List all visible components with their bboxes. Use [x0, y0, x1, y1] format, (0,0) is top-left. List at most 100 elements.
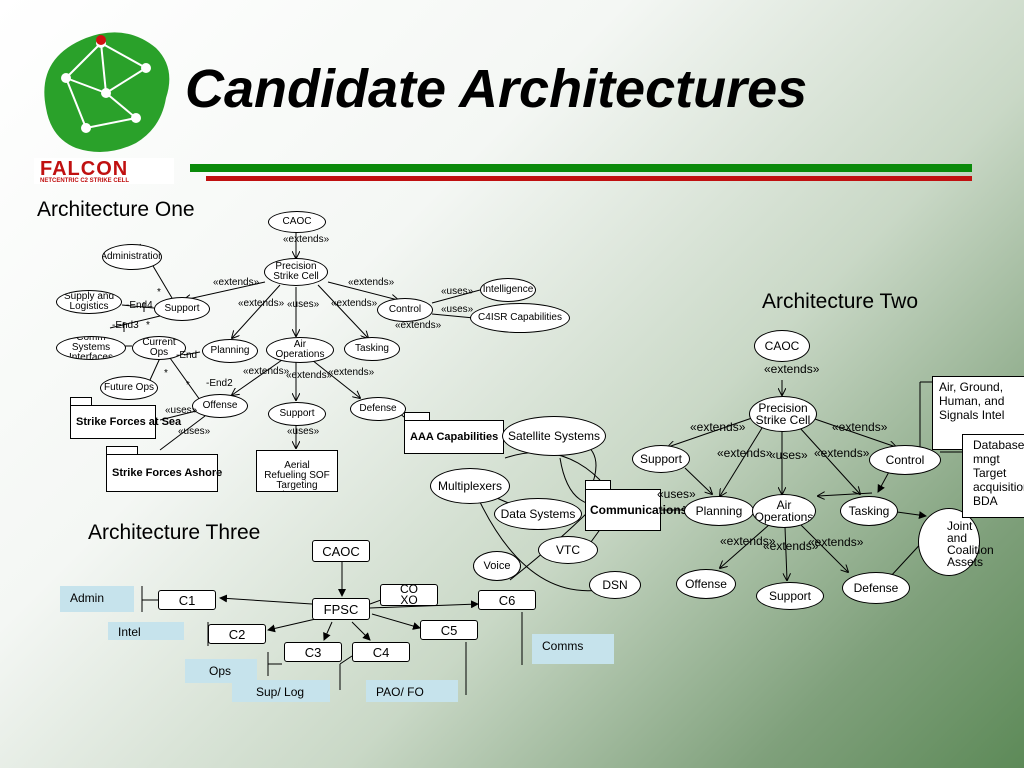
- arch3-co-box[interactable]: CO XO: [380, 582, 438, 607]
- arch1-label: «extends»: [331, 298, 378, 309]
- arch3-sup-log-box[interactable]: Sup/ Log: [232, 680, 330, 702]
- arch1-label: «extends»: [243, 366, 290, 377]
- arch1-intelligence-node[interactable]: Intelligence: [480, 278, 536, 302]
- arch1-end-label: -End: [176, 350, 198, 361]
- title-bar-red: [206, 176, 972, 181]
- arch1-end-label: -End2: [206, 378, 233, 389]
- dsn-node[interactable]: DSN: [589, 571, 641, 599]
- arch1-star-label: *: [146, 320, 150, 331]
- arch2-label: «uses»: [657, 487, 696, 501]
- arch1-aerial-refueling-note[interactable]: Aerial Refueling SOF Targeting Lasing Te…: [256, 450, 338, 492]
- arch1-administration-node[interactable]: Administration: [102, 244, 162, 270]
- arch1-label: «uses»: [165, 405, 198, 416]
- arch1-future-ops-node[interactable]: Future Ops: [100, 376, 158, 400]
- arch3-fpsc-box[interactable]: FPSC: [312, 598, 370, 620]
- title-bar-green: [190, 164, 972, 172]
- arch1-star-label: *: [164, 368, 168, 379]
- vtc-node[interactable]: VTC: [538, 536, 598, 564]
- arch2-label: «extends»: [717, 446, 773, 460]
- satellite-systems-node[interactable]: Satellite Systems: [502, 416, 606, 456]
- voice-node[interactable]: Voice: [473, 551, 521, 581]
- arch1-label: «uses»: [178, 426, 211, 437]
- arch1-offense-node[interactable]: Offense: [192, 394, 248, 418]
- arch3-c2-box[interactable]: C2: [208, 624, 266, 644]
- arch3-c5-box[interactable]: C5: [420, 620, 478, 640]
- logo-tagline: NETCENTRIC C2 STRIKE CELL: [40, 178, 130, 184]
- arch3-c1-box[interactable]: C1: [158, 590, 216, 610]
- arch3-admin-box[interactable]: Admin: [60, 586, 134, 612]
- arch1-label: «uses»: [287, 426, 320, 437]
- arch1-extends-label: «extends»: [283, 234, 330, 245]
- arch3-c3-box[interactable]: C3: [284, 642, 342, 662]
- arch3-xo-label: XO: [400, 593, 418, 607]
- arch1-support2-node[interactable]: Support: [268, 402, 326, 426]
- package-strike-forces-sea[interactable]: Strike Forces at Sea: [70, 405, 181, 439]
- arch1-tasking-node[interactable]: Tasking: [344, 337, 400, 361]
- arch2-heading: Architecture Two: [762, 290, 919, 313]
- arch1-control-node[interactable]: Control: [377, 298, 433, 322]
- package-communications[interactable]: Communications: [585, 489, 687, 531]
- arch1-label: «extends»: [328, 367, 375, 378]
- arch3-c4-box[interactable]: C4: [352, 642, 410, 662]
- arch2-defense-node[interactable]: Defense: [842, 572, 910, 604]
- arch2-tasking-node[interactable]: Tasking: [840, 496, 898, 526]
- arch1-c4isr-node[interactable]: C4ISR Capabilities: [470, 303, 570, 333]
- data-systems-node[interactable]: Data Systems: [494, 498, 582, 530]
- arch2-air-operations-node[interactable]: Air Operations: [752, 494, 816, 528]
- arch1-supply-node[interactable]: Supply and Logistics: [56, 290, 122, 314]
- arch2-database-note[interactable]: Database mngt Target acquisition BDA: [962, 434, 1024, 518]
- arch1-label: «uses»: [441, 304, 474, 315]
- arch1-defense-node[interactable]: Defense: [350, 397, 406, 421]
- arch3-comms-box[interactable]: Comms: [532, 634, 614, 664]
- arch2-control-node[interactable]: Control: [869, 445, 941, 475]
- arch2-offense-node[interactable]: Offense: [676, 569, 736, 599]
- arch3-caoc-box[interactable]: CAOC: [312, 540, 370, 562]
- arch2-label: «extends»: [720, 534, 776, 548]
- arch2-label: «uses»: [769, 448, 808, 462]
- arch1-caoc-node[interactable]: CAOC: [268, 211, 326, 233]
- arch2-planning-node[interactable]: Planning: [684, 496, 754, 526]
- arch1-label: «extends»: [395, 320, 442, 331]
- logo-name: FALCON: [40, 158, 129, 180]
- arch2-label: «extends»: [763, 539, 819, 553]
- arch1-label: «extends»: [213, 277, 260, 288]
- arch1-comm-systems-node[interactable]: Comm Systems Interfaces: [56, 336, 126, 360]
- arch1-label: «uses»: [287, 299, 320, 310]
- arch3-c6-box[interactable]: C6: [478, 590, 536, 610]
- arch1-label: «extends»: [238, 298, 285, 309]
- arch2-label: «extends»: [690, 420, 746, 434]
- arch1-support-node[interactable]: Support: [154, 297, 210, 321]
- arch3-intel-box[interactable]: Intel: [108, 622, 184, 640]
- arch1-star-label: *: [186, 380, 190, 391]
- package-strike-forces-ashore[interactable]: Strike Forces Ashore: [106, 454, 222, 492]
- arch2-caoc-node[interactable]: CAOC: [754, 330, 810, 362]
- arch2-support2-node[interactable]: Support: [756, 582, 824, 610]
- arch1-end-label: -End3: [112, 320, 139, 331]
- arch3-pao-fo-box[interactable]: PAO/ FO: [366, 680, 458, 702]
- arch1-star-label: *: [157, 287, 161, 298]
- multiplexers-node[interactable]: Multiplexers: [430, 468, 510, 504]
- arch1-label: «extends»: [286, 370, 333, 381]
- arch1-precision-strike-cell-node[interactable]: Precision Strike Cell: [264, 258, 328, 286]
- page-title: Candidate Architectures: [185, 59, 808, 119]
- arch3-ops-box[interactable]: Ops: [185, 659, 257, 683]
- arch3-heading: Architecture Three: [88, 521, 261, 544]
- arch2-extends-label: «extends»: [764, 362, 820, 376]
- arch1-current-ops-node[interactable]: Current Ops: [132, 336, 186, 360]
- arch1-planning-node[interactable]: Planning: [202, 339, 258, 363]
- arch1-heading: Architecture One: [37, 198, 195, 221]
- package-aaa-capabilities[interactable]: AAA Capabilities: [404, 420, 504, 454]
- arch1-air-operations-node[interactable]: Air Operations: [266, 337, 334, 363]
- arch1-end-label: -End4: [126, 300, 153, 311]
- arch1-label: «uses»: [441, 286, 474, 297]
- arch3-co-label: CO: [400, 582, 418, 596]
- arch2-support-node[interactable]: Support: [632, 445, 690, 473]
- falcon-logo-graphic: [34, 32, 174, 184]
- arch2-label: «extends»: [808, 535, 864, 549]
- falcon-logo: FALCON NETCENTRIC C2 STRIKE CELL: [26, 18, 182, 184]
- arch1-label: «extends»: [348, 277, 395, 288]
- arch2-label: «extends»: [832, 420, 888, 434]
- arch2-label: «extends»: [814, 446, 870, 460]
- arch2-joint-coalition-node[interactable]: Joint and Coalition Assets: [918, 508, 994, 576]
- arch2-precision-strike-cell-node[interactable]: Precision Strike Cell: [749, 396, 817, 432]
